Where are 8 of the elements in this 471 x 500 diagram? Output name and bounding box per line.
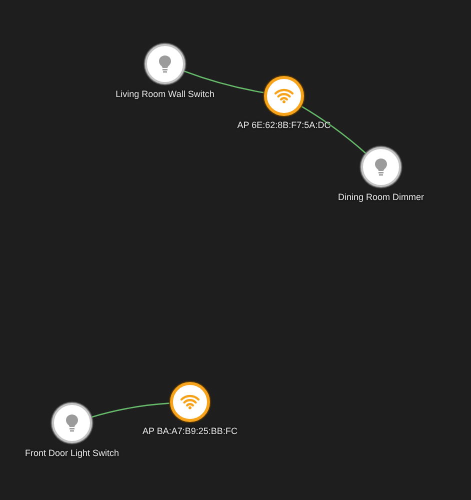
node-label: AP BA:A7:B9:25:BB:FC [142, 426, 238, 437]
connection-line [300, 106, 367, 154]
node-label: Living Room Wall Switch [116, 89, 214, 100]
node-label: AP 6E:62:8B:F7:5A:DC [237, 120, 331, 131]
node-label: Dining Room Dimmer [338, 192, 424, 203]
connection-line [91, 402, 170, 418]
connection-line [183, 70, 264, 94]
node-label: Front Door Light Switch [24, 448, 120, 459]
